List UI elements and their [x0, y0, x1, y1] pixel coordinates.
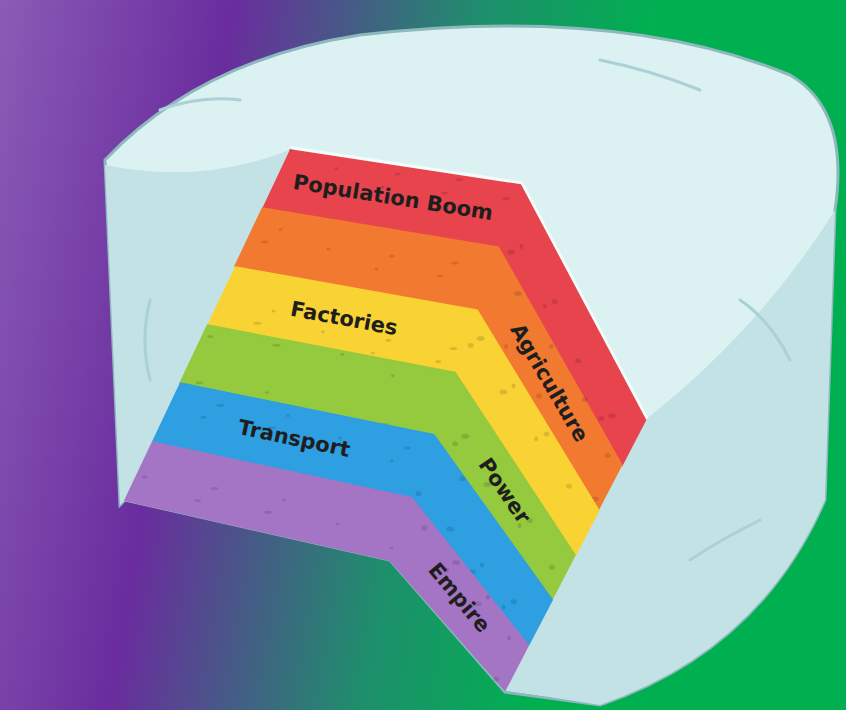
sponge-texture — [272, 344, 280, 347]
layer-sponge — [125, 442, 528, 690]
sponge-texture — [142, 475, 148, 478]
sponge-texture — [451, 262, 459, 265]
sponge-texture — [507, 250, 515, 255]
sponge-texture — [336, 522, 340, 525]
sponge-texture — [514, 291, 522, 296]
sponge-texture — [370, 351, 374, 354]
sponge-texture — [476, 336, 484, 341]
sponge-texture — [340, 353, 344, 356]
sponge-texture — [334, 167, 338, 170]
sponge-texture — [195, 499, 201, 502]
sponge-texture — [437, 275, 443, 278]
sponge-texture — [455, 178, 463, 181]
sponge-texture — [461, 434, 469, 439]
sponge-texture — [374, 268, 378, 271]
sponge-texture — [582, 397, 588, 402]
sponge-texture — [320, 330, 324, 333]
sponge-texture — [216, 404, 224, 407]
sponge-texture — [211, 487, 219, 490]
sponge-texture — [511, 383, 515, 388]
sponge-texture — [507, 635, 511, 640]
sponge-texture — [551, 299, 557, 304]
sponge-texture — [534, 436, 538, 441]
sponge-texture — [385, 338, 391, 341]
sponge-texture — [549, 565, 555, 570]
sponge-texture — [549, 344, 553, 349]
sponge-texture — [435, 360, 441, 363]
sponge-texture — [493, 676, 499, 681]
sponge-texture — [446, 527, 454, 532]
sponge-texture — [598, 416, 604, 421]
sponge-texture — [282, 498, 286, 501]
sponge-texture — [452, 560, 460, 565]
sponge-texture — [605, 453, 611, 458]
sponge-texture — [391, 374, 395, 377]
sponge-texture — [288, 149, 292, 152]
sponge-texture — [404, 447, 410, 450]
sponge-texture — [389, 460, 393, 463]
sponge-texture — [207, 335, 213, 338]
sponge-texture — [196, 381, 204, 384]
sponge-texture — [502, 197, 510, 200]
sponge-texture — [390, 546, 394, 549]
sponge-texture — [253, 321, 261, 324]
layer-shape — [125, 442, 528, 690]
sponge-texture — [326, 248, 330, 251]
sponge-texture — [542, 304, 546, 309]
sponge-texture — [441, 191, 447, 194]
sponge-texture — [607, 413, 615, 418]
sponge-texture — [566, 483, 572, 488]
sponge-texture — [261, 241, 269, 244]
sponge-texture — [575, 358, 581, 363]
sponge-texture — [501, 605, 505, 610]
sponge-texture — [536, 394, 542, 399]
sponge-texture — [467, 343, 473, 348]
sponge-texture — [200, 416, 206, 419]
sponge-texture — [459, 477, 465, 482]
sponge-texture — [265, 391, 269, 394]
sponge-texture — [486, 594, 490, 599]
sponge-texture — [422, 525, 428, 530]
sponge-texture — [394, 173, 400, 176]
sponge-texture — [543, 431, 549, 436]
sponge-texture — [389, 255, 395, 258]
sponge-texture — [415, 491, 421, 496]
sponge-texture — [264, 510, 272, 513]
cake-layer: Empire — [125, 442, 528, 690]
sponge-texture — [271, 309, 275, 312]
sponge-texture — [449, 347, 457, 350]
sponge-texture — [499, 389, 507, 394]
cake-icing — [105, 26, 838, 705]
sponge-texture — [519, 244, 523, 249]
sponge-texture — [480, 563, 484, 568]
sponge-texture — [504, 344, 508, 349]
sponge-texture — [510, 600, 516, 605]
sponge-texture — [452, 441, 458, 446]
sponge-texture — [286, 414, 290, 417]
sponge-texture — [279, 228, 283, 231]
